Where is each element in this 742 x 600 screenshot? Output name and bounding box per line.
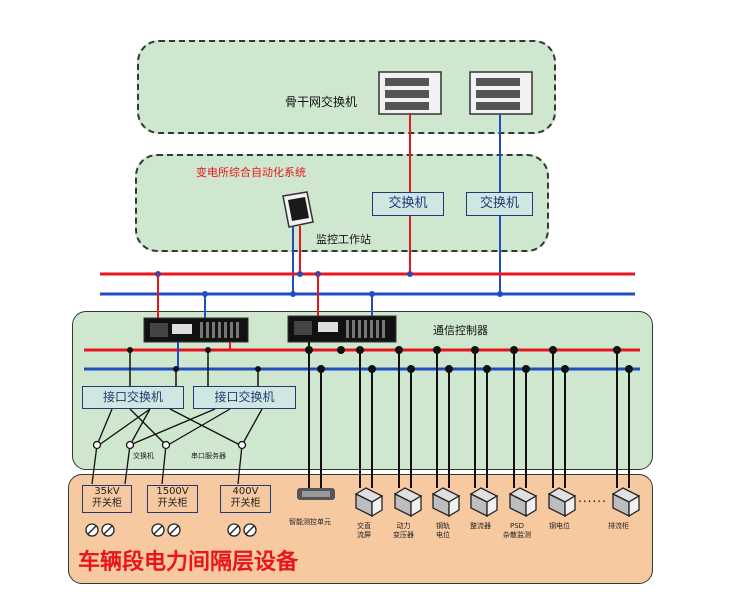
- device-label-rectifier: 整流器: [470, 522, 491, 530]
- interface-switch-a: 接口交换机: [82, 386, 184, 409]
- switchgear-400v-line2: 开关柜: [230, 498, 261, 509]
- tag-switch: 交换机: [133, 452, 154, 460]
- device-label-steel-potential: 钢电位: [549, 522, 570, 530]
- device-label-drain-cabinet: 排流柜: [608, 522, 629, 530]
- substation-switch-a: 交换机: [372, 192, 444, 216]
- device-ellipsis: ......: [578, 491, 607, 505]
- substation-title: 变电所综合自动化系统: [196, 166, 306, 179]
- workstation-monitor: [282, 191, 314, 228]
- device-label-smart-unit: 智能测控单元: [289, 518, 331, 526]
- equipment-layer-title: 车辆段电力间隔层设备: [78, 550, 299, 575]
- smart-measure-unit: [297, 488, 335, 500]
- device-label-acdc: 交直流屏: [357, 522, 371, 539]
- switchgear-1500v: 1500V 开关柜: [147, 485, 198, 513]
- device-label-transformer: 动力变压器: [393, 522, 414, 539]
- device-label-rail-potential: 钢轨电位: [436, 522, 450, 539]
- backbone-switch-label: 骨干网交换机: [285, 95, 358, 109]
- interface-switch-b: 接口交换机: [193, 386, 296, 409]
- backbone-rack-right: [469, 71, 533, 115]
- backbone-rack-left: [378, 71, 442, 115]
- switchgear-1500v-line2: 开关柜: [157, 498, 188, 509]
- switchgear-400v-line1: 400V: [232, 486, 259, 497]
- comm-controller-right: [287, 315, 397, 343]
- field-device-icons: [354, 487, 641, 518]
- comm-controller-label: 通信控制器: [433, 324, 488, 337]
- substation-switch-b: 交换机: [466, 192, 533, 216]
- switchgear-35kv-line1: 35kV: [94, 486, 120, 497]
- comm-controller-left: [143, 317, 249, 343]
- switchgear-35kv-line2: 开关柜: [92, 498, 122, 509]
- switchgear-35kv: 35kV 开关柜: [82, 485, 132, 513]
- workstation-label: 监控工作站: [316, 233, 371, 246]
- tag-serial-server: 串口服务器: [191, 452, 226, 460]
- switchgear-1500v-line1: 1500V: [156, 486, 189, 497]
- switchgear-400v: 400V 开关柜: [220, 485, 271, 513]
